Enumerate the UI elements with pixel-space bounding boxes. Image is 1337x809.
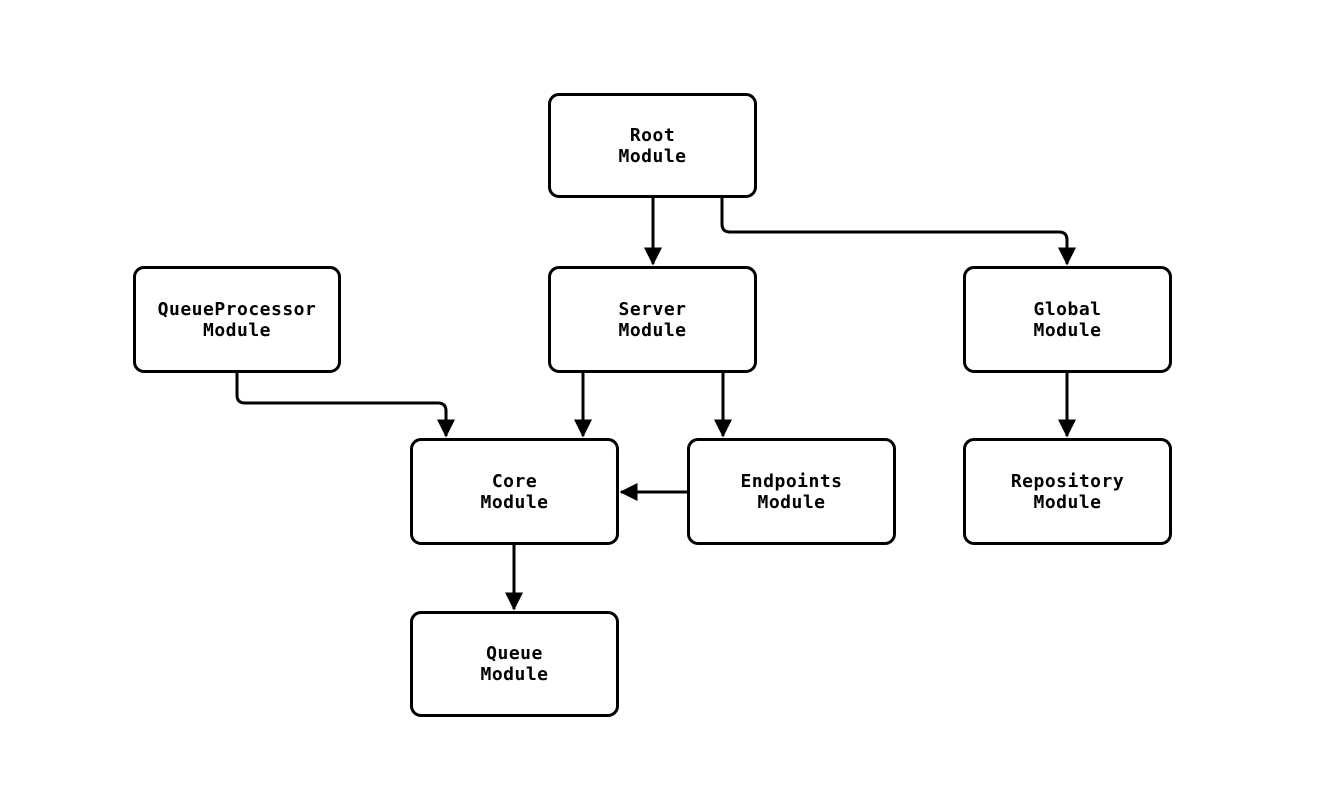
node-label: Module [480,491,549,513]
node-label: Module [202,319,272,341]
node-queue-module: Queue Module [410,611,619,717]
node-label: Module [757,491,826,513]
node-root-module: Root Module [548,93,757,198]
node-label: Queue [486,643,543,664]
edge-root-to-global [720,197,1076,266]
node-label: Repository [1010,470,1125,492]
edge-queueprocessor-to-core [235,372,455,438]
node-label: Module [480,664,549,685]
node-endpoints-module: Endpoints Module [687,438,896,545]
node-label: Endpoints [740,470,843,492]
node-server-module: Server Module [548,266,757,373]
node-queueprocessor-module: QueueProcessor Module [133,266,341,373]
node-label: QueueProcessor [157,298,317,320]
node-label: Module [618,145,687,167]
node-core-module: Core Module [410,438,619,545]
node-label: Root [629,124,676,146]
node-label: Module [618,319,687,341]
node-global-module: Global Module [963,266,1172,373]
node-label: Core [491,470,538,492]
node-label: Module [1033,491,1102,513]
node-label: Server [618,298,687,320]
node-label: Module [1033,319,1102,341]
node-label: Global [1033,298,1102,320]
node-repository-module: Repository Module [963,438,1172,545]
